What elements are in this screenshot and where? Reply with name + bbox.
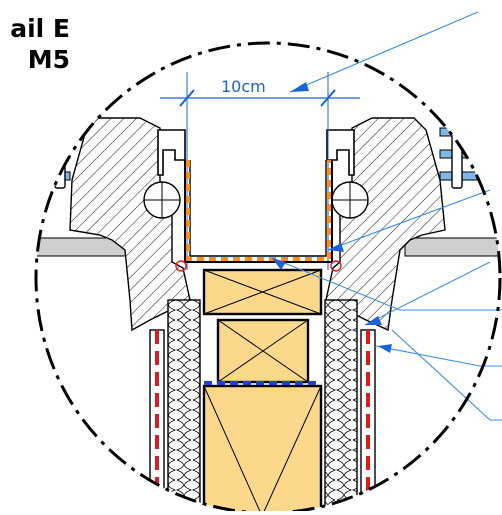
roller-right — [331, 181, 369, 219]
membrane-channel — [184, 160, 333, 263]
sill-right — [404, 237, 500, 257]
sash-right — [326, 129, 355, 176]
seal-left — [175, 260, 187, 272]
dimension-line — [160, 89, 360, 107]
leader-arrows — [272, 82, 392, 353]
sill-left — [36, 237, 131, 257]
leader-lines — [271, 11, 502, 421]
glazing-right — [439, 117, 500, 189]
insulation-right — [324, 299, 358, 513]
detail-number: M5 — [27, 45, 70, 74]
sash-left — [157, 129, 186, 176]
dimension-label: 10cm — [221, 77, 266, 96]
glazing-left — [36, 117, 71, 189]
insulation-left — [167, 299, 201, 513]
frame-right — [325, 117, 446, 332]
timber-stack — [202, 268, 323, 513]
roller-left — [143, 181, 181, 219]
detail-title: ail E — [10, 14, 70, 43]
orange-membrane — [186, 160, 331, 261]
seal-right — [330, 260, 342, 272]
